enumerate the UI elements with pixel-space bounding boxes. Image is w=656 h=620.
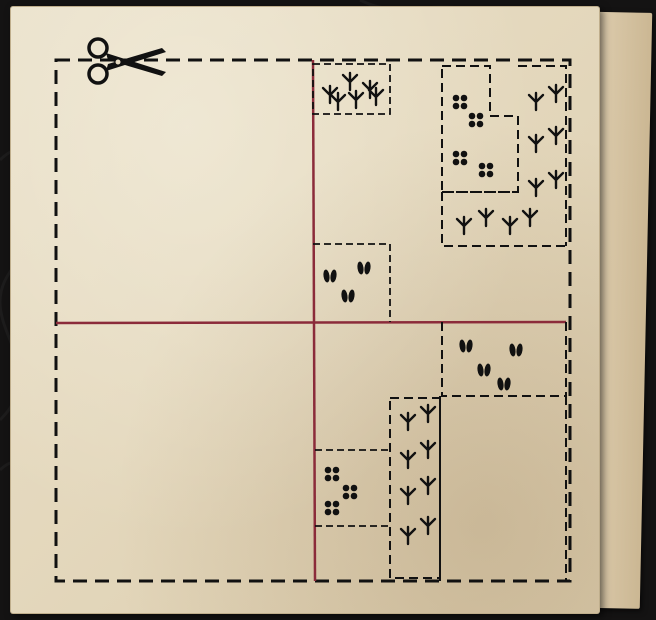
top-right-bird-column[interactable] [518, 66, 566, 246]
top-right-paw-piece[interactable] [442, 66, 518, 192]
vertical-divider [313, 60, 315, 581]
top-bird-piece[interactable] [313, 64, 390, 114]
top-right-bird-row[interactable] [442, 192, 566, 246]
bottom-bird-column[interactable] [390, 398, 440, 578]
horizontal-divider [56, 322, 566, 323]
center-hoof-piece[interactable] [313, 244, 390, 322]
right-hoof-piece[interactable] [442, 322, 566, 396]
bottom-paw-piece[interactable] [315, 450, 390, 526]
